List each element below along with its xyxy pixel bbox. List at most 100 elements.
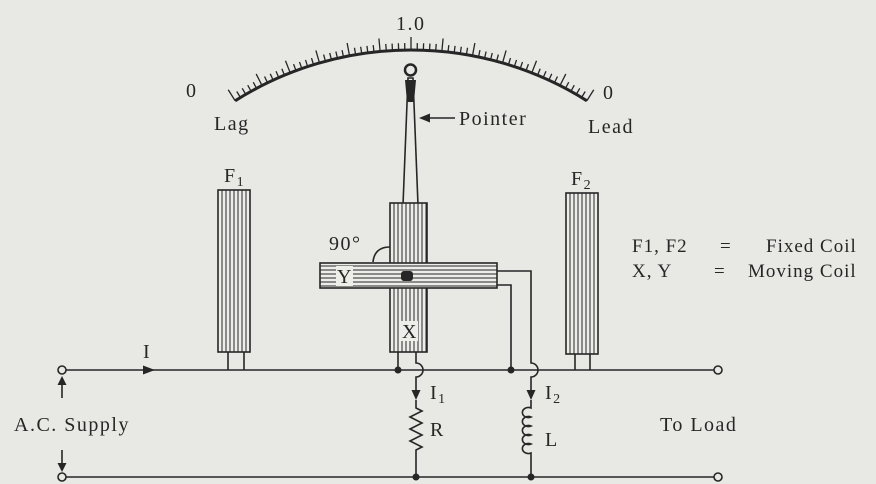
- fixed-coil-f1: F1: [217, 165, 251, 370]
- pointer-knob: [403, 63, 418, 77]
- scale-major-tick: [501, 50, 507, 64]
- fixed-coil-f2-label: F2: [571, 168, 592, 193]
- legend-meaning-moving: Moving Coil: [748, 261, 857, 282]
- scale-minor-tick: [536, 68, 541, 76]
- coil-angle-label: 90°: [329, 233, 362, 255]
- legend-sign-moving: =: [714, 261, 726, 282]
- scale-minor-tick: [310, 57, 315, 65]
- scale-minor-tick: [329, 52, 333, 60]
- scale-minor-tick: [385, 43, 387, 51]
- scale-major-tick: [227, 89, 236, 102]
- moving-coil-x-label-backing: [401, 321, 418, 341]
- scale-major-tick: [255, 73, 263, 86]
- scale-minor-tick: [564, 81, 570, 89]
- scale-minor-tick: [453, 45, 456, 53]
- node-x-coil: [394, 366, 402, 374]
- lag-label: Lag: [214, 113, 250, 135]
- scale-minor-tick: [323, 54, 327, 62]
- scale-minor-tick: [477, 49, 481, 58]
- scale-minor-tick: [447, 45, 450, 53]
- pointer-label: Pointer: [459, 108, 527, 130]
- terminal-load-bottom: [713, 472, 723, 482]
- f1-subscript: 1: [237, 175, 246, 190]
- i2-label: I2: [545, 382, 562, 407]
- moving-coil-y-label-backing: [336, 266, 353, 286]
- scale-minor-tick: [483, 51, 487, 59]
- i1-subscript: 1: [438, 392, 447, 407]
- y-lead-to-line: [497, 284, 512, 370]
- angle-arc: [372, 246, 391, 263]
- f2-letter: F: [571, 168, 584, 190]
- resistor-label: R: [430, 419, 445, 441]
- line-current-label: I: [143, 341, 151, 363]
- moving-coil-x-label: X: [402, 321, 418, 343]
- i1-letter: I: [430, 382, 438, 404]
- scale-minor-tick: [548, 73, 553, 81]
- scale-minor-tick: [575, 87, 581, 95]
- scale-major-tick: [559, 73, 567, 86]
- meter-scale: 1.0 0 0 Lag Lead: [186, 13, 632, 138]
- scale-minor-tick: [241, 87, 247, 95]
- inductor-symbol: [521, 400, 534, 477]
- scale-major-tick: [441, 38, 444, 52]
- scale-minor-tick: [435, 43, 437, 51]
- scale-minor-tick: [489, 52, 493, 60]
- scale-minor-tick: [341, 49, 345, 58]
- scale-minor-tick: [553, 76, 559, 84]
- scale-minor-tick: [513, 59, 518, 67]
- i2-letter: I: [545, 382, 553, 404]
- scale-minor-tick: [335, 51, 339, 59]
- f1-letter: F: [224, 165, 237, 187]
- pointer-tip: [405, 80, 416, 102]
- scale-major-tick: [471, 42, 476, 56]
- load-label: To Load: [660, 414, 737, 436]
- scale-minor-tick: [581, 91, 586, 98]
- legend-sign-fixed: =: [720, 236, 732, 257]
- scale-max-label: 1.0: [396, 13, 426, 35]
- scale-arc: [234, 48, 588, 103]
- supply-arrow-down-head: [57, 463, 67, 472]
- scale-major-tick: [315, 50, 321, 64]
- terminal-supply-bottom: [57, 472, 67, 482]
- fixed-coil-f1-winding: [217, 189, 251, 353]
- scale-minor-tick: [459, 46, 462, 54]
- y-lead-to-inductor: [497, 270, 539, 392]
- scale-major-tick: [284, 60, 291, 74]
- spindle-pivot: [401, 271, 413, 281]
- moving-coil-y: Y 90°: [319, 233, 498, 289]
- scale-minor-tick: [360, 46, 363, 54]
- supply-arrow-up-head: [57, 376, 67, 385]
- scale-minor-tick: [570, 84, 575, 92]
- scale-minor-tick: [252, 81, 258, 89]
- scale-minor-tick: [542, 70, 547, 78]
- scale-minor-tick: [507, 57, 512, 65]
- scale-major-tick: [531, 60, 538, 74]
- scale-minor-tick: [519, 61, 524, 69]
- i2-subscript: 2: [553, 392, 562, 407]
- inductor-label: L: [545, 429, 559, 451]
- resistor-symbol: [408, 400, 424, 477]
- scale-major-tick: [378, 38, 381, 52]
- scale-major-tick: [586, 89, 595, 102]
- i2-arrowhead: [526, 390, 536, 400]
- terminal-load-top: [713, 365, 723, 375]
- scale-minor-tick: [525, 63, 530, 71]
- fixed-coil-f1-label: F1: [224, 165, 245, 190]
- moving-coil-y-label: Y: [337, 266, 353, 288]
- scale-minor-tick: [281, 68, 286, 76]
- scale-minor-tick: [304, 59, 309, 67]
- i1-label: I1: [430, 382, 447, 407]
- scale-left-zero: 0: [186, 80, 198, 102]
- scale-minor-tick: [372, 45, 375, 53]
- scale-minor-tick: [236, 91, 241, 98]
- legend: F1, F2 = Fixed Coil X, Y = Moving Coil: [632, 236, 857, 282]
- scale-minor-tick: [353, 47, 357, 55]
- fixed-coil-f2: F2: [565, 168, 599, 370]
- scale-minor-tick: [366, 45, 369, 53]
- fixed-coil-f2-winding: [565, 192, 599, 355]
- scale-minor-tick: [275, 70, 280, 78]
- f2-subscript: 2: [584, 178, 593, 193]
- supply-label: A.C. Supply: [14, 414, 130, 436]
- legend-symbols-moving: X, Y: [632, 261, 672, 282]
